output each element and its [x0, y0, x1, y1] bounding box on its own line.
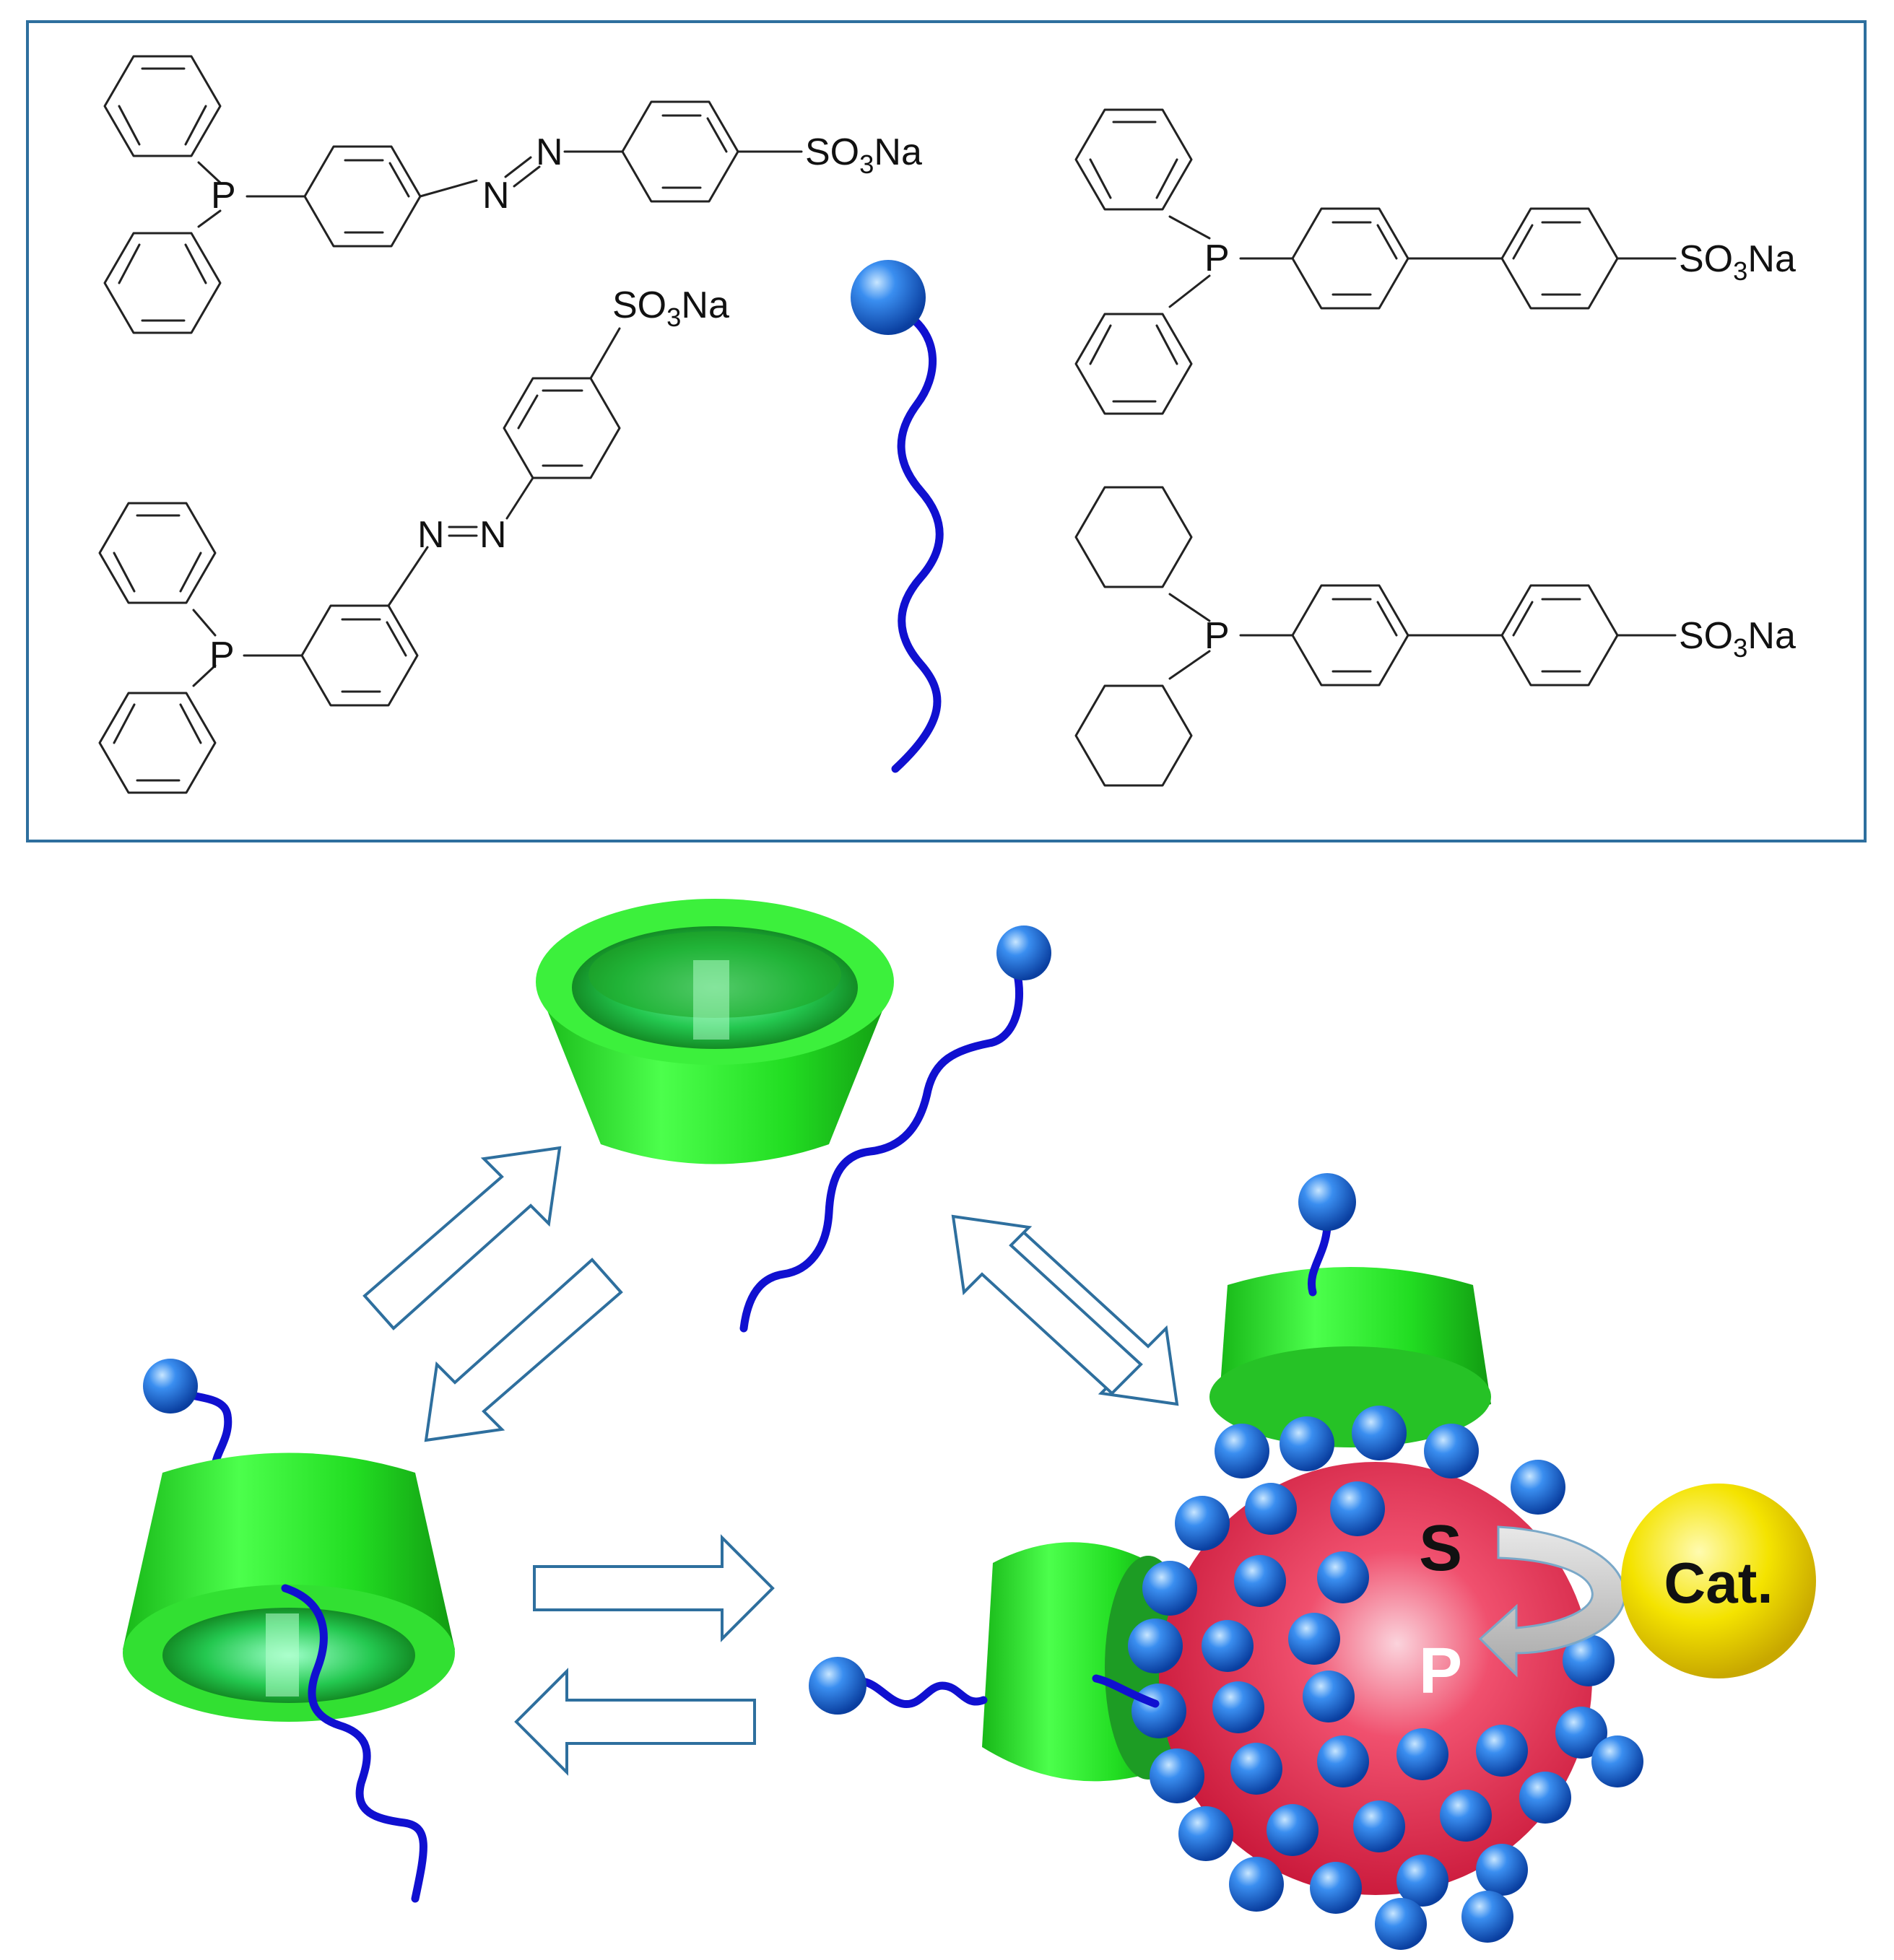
- phosphorus-label: P: [1204, 238, 1230, 279]
- structure-biphenyl-phosphine: P SO3Na: [1074, 108, 1796, 415]
- phosphorus-label: P: [211, 175, 236, 217]
- cyclodextrin-icon: [536, 899, 894, 1164]
- droplet-icon: S P: [809, 1173, 1643, 1950]
- sulfonate-label: SO3Na: [612, 284, 729, 332]
- product-label: P: [1419, 1635, 1462, 1707]
- double-arrow-icon: [362, 1146, 623, 1442]
- azo-nitrogen-1: N: [417, 514, 445, 556]
- catalyst-sphere-icon: Cat.: [1621, 1484, 1816, 1678]
- sulfonate-label: SO3Na: [805, 131, 922, 179]
- azo-nitrogen-2: N: [479, 514, 507, 556]
- substrate-label: S: [1419, 1512, 1462, 1585]
- azo-nitrogen-1: N: [482, 175, 510, 217]
- double-arrow-icon: [951, 1214, 1179, 1406]
- sulfonate-label: SO3Na: [1679, 238, 1796, 286]
- surfactant-icon: [739, 925, 1051, 1333]
- phosphorus-label: P: [1204, 615, 1230, 657]
- structure-meta-azo-phosphine: P N N SO3Na: [98, 284, 729, 794]
- catalyst-label: Cat.: [1664, 1551, 1773, 1615]
- structure-para-azo-phosphine: P N N SO3Na: [103, 55, 922, 334]
- inclusion-complex-icon: [123, 1359, 455, 1903]
- structure-dicyclohexyl-biphenyl-phosphine: P SO3Na: [1074, 486, 1796, 787]
- structure-panel-frame: [26, 20, 1867, 842]
- phosphorus-label: P: [209, 635, 235, 676]
- sulfonate-label: SO3Na: [1679, 615, 1796, 663]
- surfactant-icon: [851, 260, 944, 773]
- double-arrow-icon: [514, 1534, 775, 1776]
- azo-nitrogen-2: N: [536, 131, 563, 173]
